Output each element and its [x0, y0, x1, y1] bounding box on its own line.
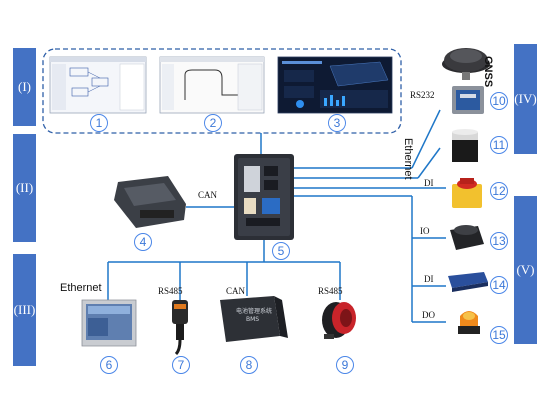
- label-io: IO: [420, 226, 430, 236]
- marker-2: 2: [204, 114, 222, 132]
- emergency-button-device: [452, 178, 482, 208]
- label-rs485-b: RS485: [318, 286, 343, 296]
- marker-9: 9: [336, 356, 354, 374]
- rs485-connector-device: [172, 300, 188, 356]
- label-ethernet-bottom: Ethernet: [60, 282, 102, 294]
- marker-5: 5: [272, 242, 290, 260]
- marker-3: 3: [328, 114, 346, 132]
- label-can-left: CAN: [198, 190, 218, 200]
- marker-11: 11: [490, 136, 508, 154]
- label-ethernet-right: Ethernet: [402, 138, 414, 180]
- side-label-IV: (IV): [514, 44, 537, 154]
- label-can-bottom: CAN: [226, 286, 246, 296]
- label-di-1: DI: [424, 178, 434, 188]
- gnss-receiver-device: [452, 86, 484, 114]
- bms-device: [220, 296, 288, 342]
- lidar-device: [452, 129, 478, 162]
- label-rs485-a: RS485: [158, 286, 183, 296]
- marker-15: 15: [490, 326, 508, 344]
- software-screenshot-3-dashboard: [277, 56, 393, 114]
- side-label-V: (V): [514, 196, 537, 344]
- marker-10: 10: [490, 92, 508, 110]
- marker-6: 6: [100, 356, 118, 374]
- marker-12: 12: [490, 182, 508, 200]
- gnss-antenna-device: [442, 48, 490, 80]
- marker-13: 13: [490, 232, 508, 250]
- marker-14: 14: [490, 276, 508, 294]
- light-curtain-device: [448, 272, 488, 292]
- label-di-2: DI: [424, 274, 434, 284]
- hmi-panel-device: [81, 299, 137, 347]
- label-gnss: GNSS: [482, 56, 494, 88]
- controller-device: [234, 154, 294, 240]
- marker-7: 7: [172, 356, 190, 374]
- side-label-II: (II): [13, 134, 36, 242]
- siren-device: [322, 302, 356, 339]
- warning-light-device: [458, 311, 480, 334]
- marker-8: 8: [240, 356, 258, 374]
- software-screenshot-1: [49, 56, 147, 114]
- label-rs232: RS232: [410, 90, 435, 100]
- can-module-device: [114, 176, 186, 228]
- bms-text-cn: 电池管理系统: [236, 308, 273, 315]
- label-do: DO: [422, 310, 435, 320]
- software-screenshot-2: [159, 56, 265, 114]
- marker-1: 1: [90, 114, 108, 132]
- bms-text-en: BMS: [246, 316, 260, 323]
- side-label-I: (I): [13, 48, 36, 126]
- marker-4: 4: [134, 233, 152, 251]
- safety-sensor-device: [450, 225, 484, 250]
- side-label-III: (III): [13, 254, 36, 366]
